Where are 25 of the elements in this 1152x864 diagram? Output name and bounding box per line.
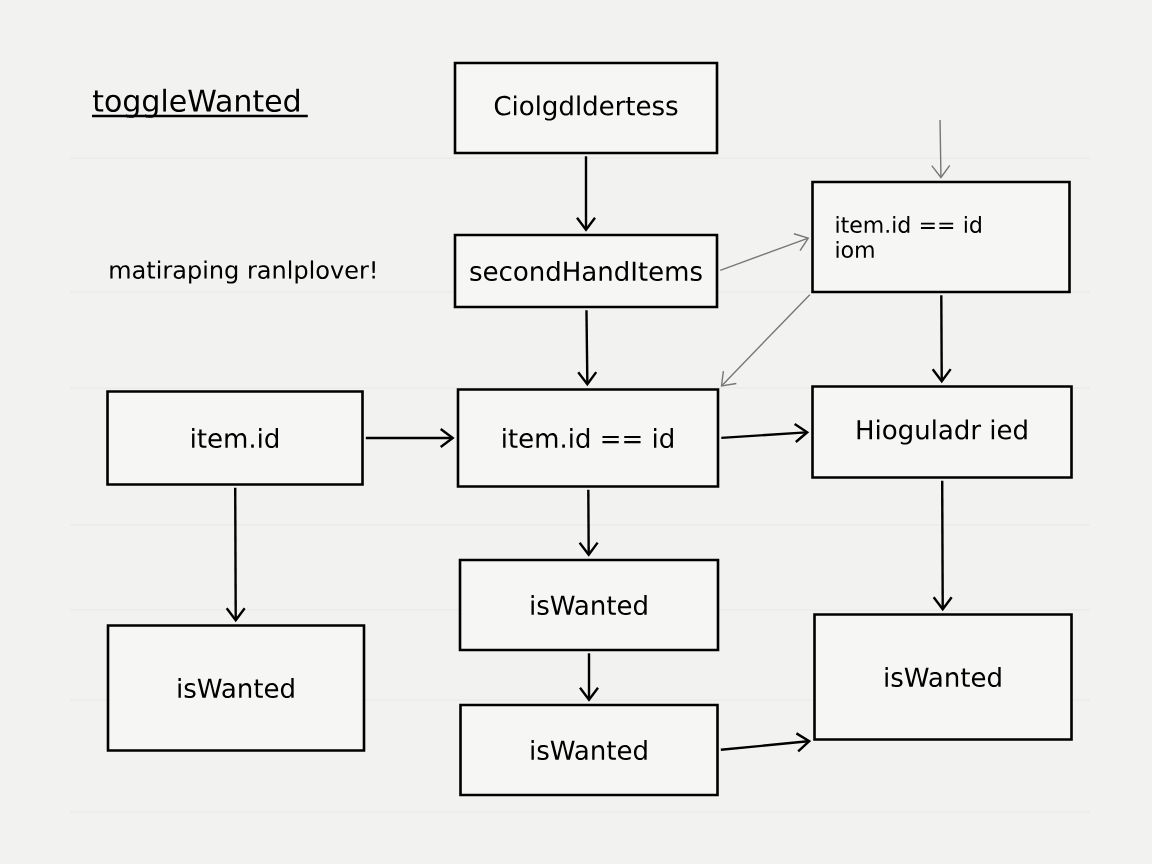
- arrow: [932, 480, 953, 612]
- side-note: matiraping ranlplover!: [110, 260, 375, 284]
- arrow: [931, 295, 952, 384]
- arrow: [720, 732, 812, 753]
- process-box: secondHandItems: [453, 233, 719, 309]
- arrow: [576, 156, 596, 232]
- arrow: [225, 487, 246, 623]
- process-box: Ciolgdldertess: [453, 61, 719, 155]
- arrow: [365, 428, 455, 448]
- process-box: isWanted: [813, 613, 1073, 741]
- arrow: [720, 294, 811, 387]
- process-box: isWanted: [106, 624, 366, 752]
- arrow: [578, 489, 599, 557]
- arrow: [577, 310, 598, 387]
- process-box: item.id: [106, 390, 364, 486]
- arrow: [579, 653, 599, 702]
- process-box: item.id == id iom: [811, 180, 1071, 294]
- process-box: Hioguladr ied: [811, 385, 1073, 479]
- process-box: isWanted: [459, 703, 719, 797]
- title: toggleWanted: [93, 88, 299, 118]
- arrow: [931, 119, 951, 179]
- arrow: [721, 423, 810, 443]
- arrow: [719, 233, 810, 271]
- process-box: isWanted: [458, 558, 720, 652]
- process-box: item.id == id: [456, 388, 720, 488]
